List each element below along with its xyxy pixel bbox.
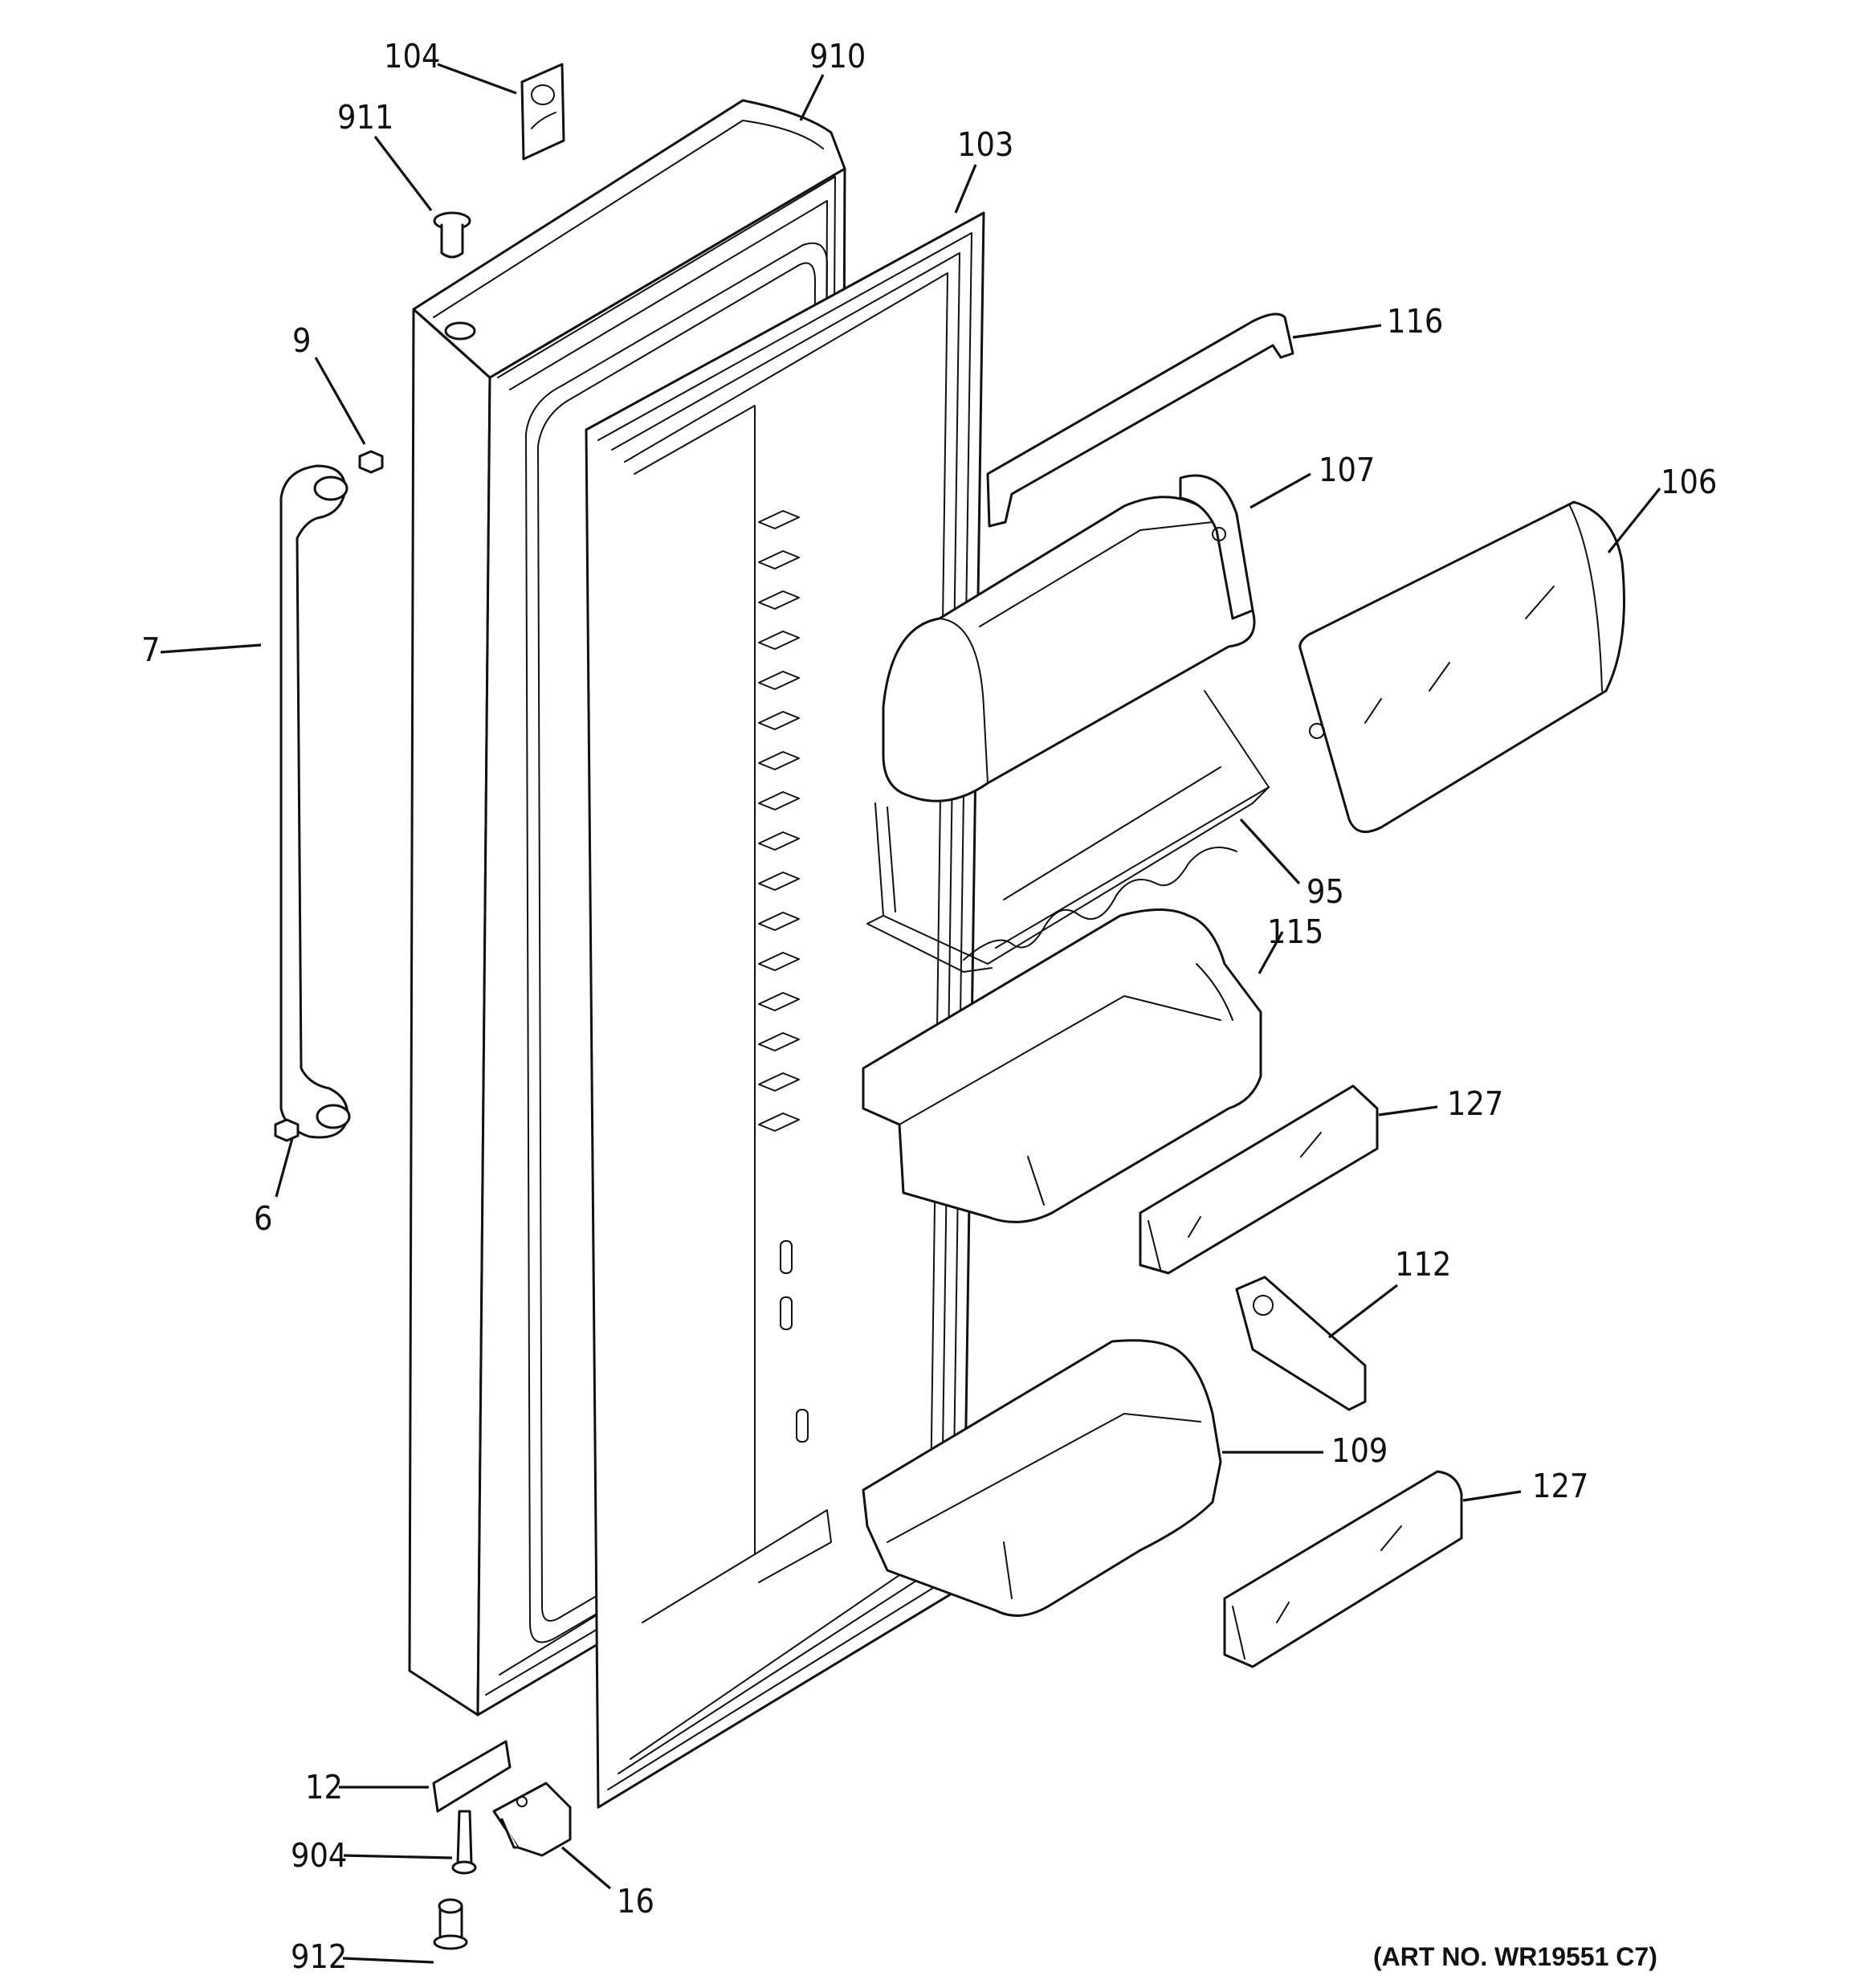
callout-7: 7 — [141, 631, 160, 669]
bin-side-bracket — [1235, 1276, 1367, 1411]
bin-trim-strip — [986, 312, 1294, 528]
callout-106: 106 — [1661, 463, 1717, 501]
callout-107: 107 — [1319, 451, 1375, 489]
callout-9: 9 — [292, 321, 311, 360]
door-bin-lower — [862, 1339, 1222, 1617]
screw — [451, 1810, 477, 1875]
callout-104: 104 — [384, 37, 440, 76]
callout-16: 16 — [617, 1882, 654, 1921]
door-bin-middle — [862, 908, 1262, 1223]
callout-127-upper: 127 — [1447, 1084, 1503, 1123]
callout-103: 103 — [957, 125, 1013, 164]
callout-6: 6 — [254, 1199, 272, 1238]
art-number: (ART NO. WR19551 C7) — [1373, 1942, 1657, 1971]
callout-109: 109 — [1331, 1431, 1388, 1470]
callout-95: 95 — [1307, 872, 1344, 911]
nameplate — [520, 63, 565, 161]
callout-912: 912 — [291, 1937, 347, 1976]
callout-904: 904 — [291, 1836, 347, 1875]
hinge-plate — [432, 1740, 512, 1813]
callout-112: 112 — [1395, 1245, 1451, 1284]
callout-911: 911 — [337, 98, 393, 137]
dairy-bin — [882, 474, 1256, 802]
callout-12: 12 — [305, 1768, 343, 1806]
leader-lines — [160, 63, 1661, 1964]
handle-nut-bottom — [274, 1118, 300, 1142]
bin-cover — [1298, 500, 1625, 834]
can-rack — [866, 690, 1270, 973]
callout-116: 116 — [1387, 302, 1443, 341]
liner-shelf-clips — [758, 510, 809, 1443]
callout-910: 910 — [809, 37, 866, 76]
bin-front-panel-lower — [1223, 1470, 1463, 1668]
hinge-bushing-top — [433, 211, 471, 259]
door-handle — [279, 464, 351, 1139]
handle-nut-top — [358, 450, 384, 474]
bin-front-panel-upper — [1139, 1084, 1379, 1275]
hinge-bracket-bottom — [492, 1782, 572, 1857]
callout-115: 115 — [1267, 912, 1323, 951]
hinge-bushing-bottom — [433, 1898, 468, 1950]
callout-127-lower: 127 — [1532, 1467, 1588, 1505]
